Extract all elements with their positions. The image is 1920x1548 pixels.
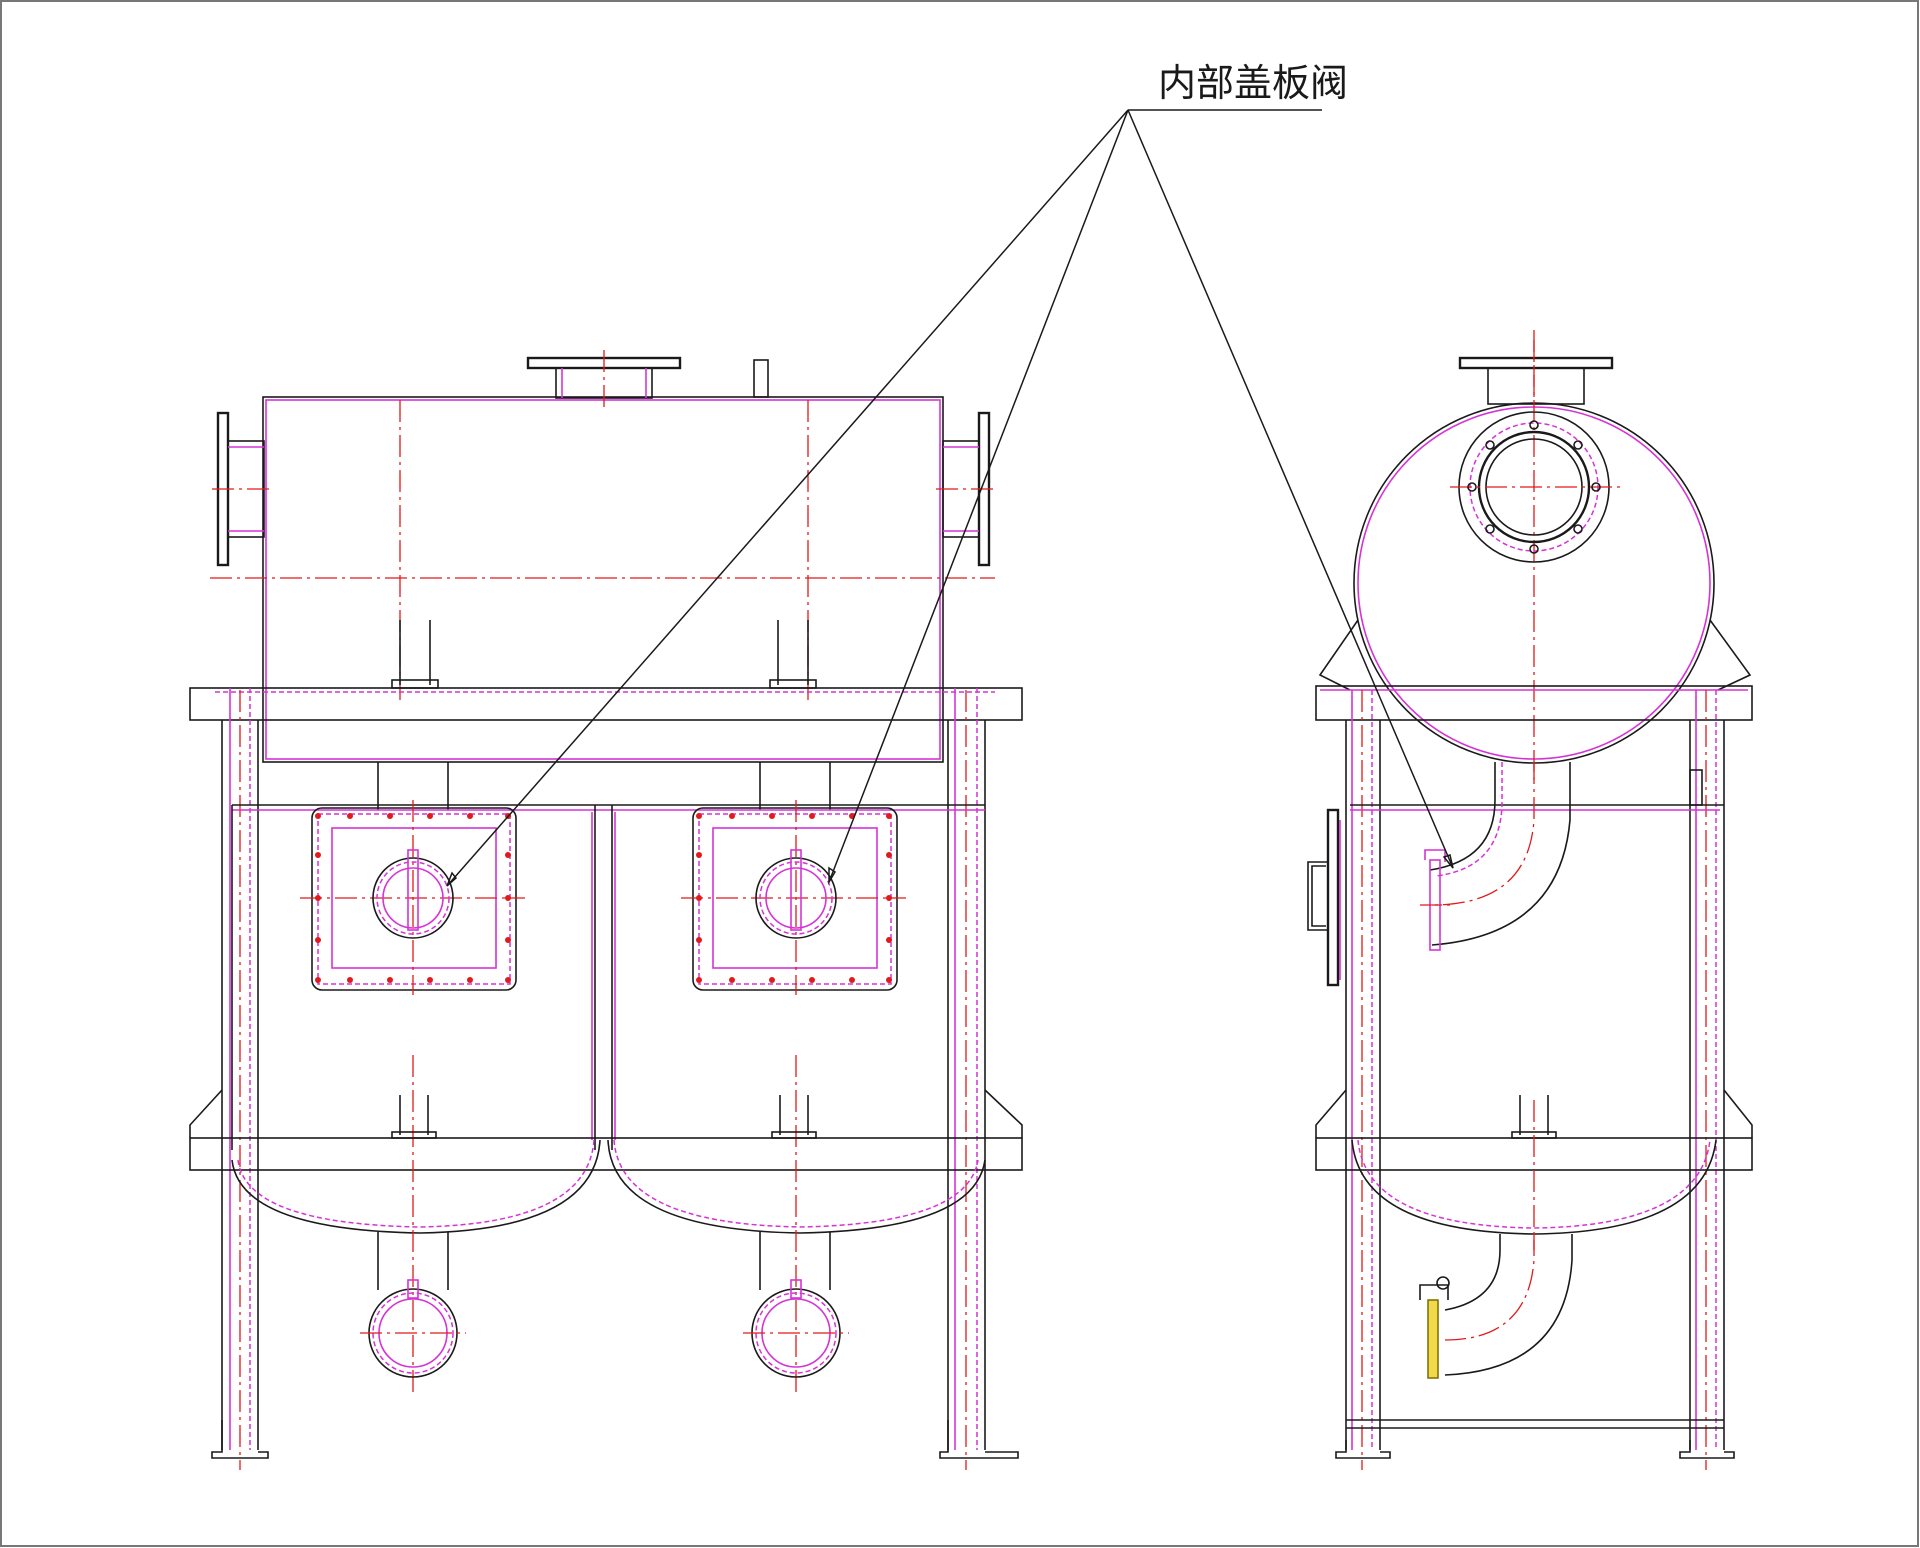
connecting-pipes xyxy=(377,762,831,810)
side-view xyxy=(1307,330,1753,1470)
side-manhole xyxy=(1450,411,1620,563)
top-tank xyxy=(262,396,944,763)
side-frame-legs xyxy=(1335,690,1735,1470)
side-lower-elbow xyxy=(1419,1234,1573,1379)
frame-legs xyxy=(211,688,1019,1470)
right-inspection-cover xyxy=(681,800,906,995)
bottom-outlets xyxy=(360,1232,849,1378)
side-access-door xyxy=(1307,808,1341,987)
top-nozzle xyxy=(526,350,769,410)
right-side-nozzle xyxy=(936,411,996,567)
callout-leader xyxy=(446,109,1454,887)
side-upper-beam xyxy=(1315,685,1753,721)
lifting-lugs-top xyxy=(391,620,817,689)
right-dished-bottom xyxy=(607,1139,986,1234)
left-inspection-cover xyxy=(300,800,525,995)
upper-beam xyxy=(189,687,1023,721)
left-side-nozzle xyxy=(212,411,270,567)
side-upper-elbow xyxy=(1420,762,1571,951)
left-dished-bottom xyxy=(231,1139,601,1234)
callout-label: 内部盖板阀 xyxy=(1158,61,1348,105)
front-view xyxy=(189,350,1023,1470)
